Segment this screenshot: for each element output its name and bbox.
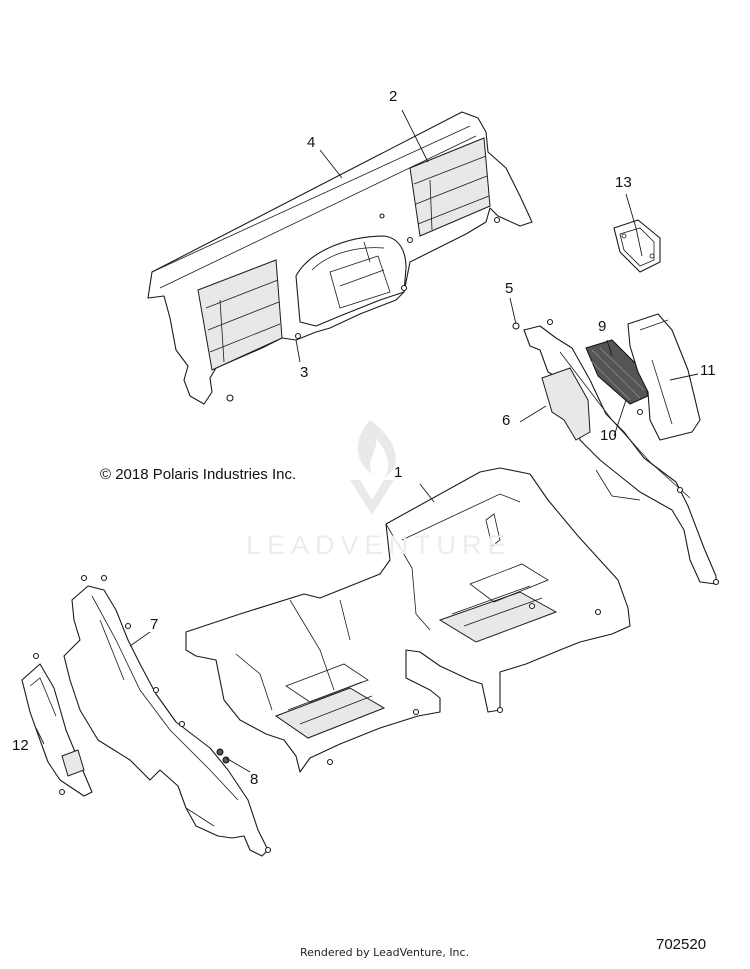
footer-text: Rendered by LeadVenture, Inc. <box>300 946 470 959</box>
part-panel-12 <box>21 652 93 797</box>
leader-lines <box>35 109 699 773</box>
part-right-trim-6 <box>512 318 720 586</box>
part-vent-13 <box>613 219 661 273</box>
callout-12: 12 <box>12 737 29 754</box>
diagram-number: 702520 <box>656 936 707 953</box>
callout-9: 9 <box>598 318 607 335</box>
callout-10: 10 <box>600 427 617 444</box>
callout-6: 6 <box>502 412 511 429</box>
callout-13: 13 <box>615 174 632 191</box>
callout-5: 5 <box>505 280 514 297</box>
callout-11: 11 <box>700 362 716 379</box>
callout-8: 8 <box>250 771 259 788</box>
part-left-trim-7 <box>63 574 272 857</box>
watermark-logo <box>350 420 396 515</box>
callout-2: 2 <box>389 88 398 105</box>
callout-1: 1 <box>394 464 403 481</box>
part-floor-tub <box>185 467 631 773</box>
callout-4: 4 <box>307 134 316 151</box>
part-panel-11 <box>627 313 701 441</box>
watermark-text: LEADVENTURE <box>246 530 512 560</box>
callout-7: 7 <box>150 616 159 633</box>
copyright-text: © 2018 Polaris Industries Inc. <box>100 466 297 483</box>
callout-3: 3 <box>300 364 309 381</box>
part-rear-bulkhead <box>147 111 533 405</box>
